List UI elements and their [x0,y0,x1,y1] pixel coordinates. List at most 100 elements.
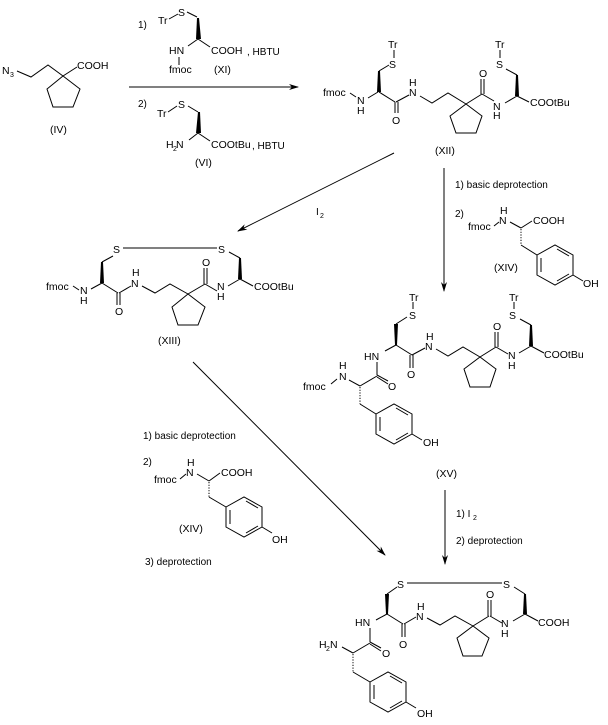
bond [167,105,178,113]
XIV-benzene-ring [536,244,574,286]
XV-n1: N [339,371,347,383]
XV-o3: O [388,381,396,393]
compound-IV: N 3 COOH (IV) [2,60,109,136]
XV-h2: H [426,331,434,343]
XII-o1: O [392,115,400,127]
bond [405,701,417,709]
final-o3: O [382,648,390,660]
XV-h3: H [508,360,516,372]
bond [376,376,389,385]
bond [187,105,199,113]
bond [341,646,354,654]
step2-reagent: I 2 [316,207,324,220]
XI-fmoc-label: fmoc [169,64,192,76]
azide-label: N [2,65,10,77]
wedge-bond [385,594,389,614]
bond [352,671,371,683]
bond [426,615,474,627]
step4-number-2: 2) [143,457,152,468]
bond [359,375,378,387]
bond [504,95,518,104]
bond [395,344,413,356]
acid-label: COOH [77,60,109,72]
bond [395,316,408,325]
XV-h1: H [339,360,347,372]
step1-reagent-1: , HBTU [247,47,280,58]
XII-n1: N [357,95,365,107]
bond [389,675,403,684]
XII-h2: H [409,77,417,89]
final-amine-h: H [319,639,327,651]
final-o1: O [399,639,407,651]
final-oh: OH [417,708,433,720]
XIII-o2: O [202,257,210,269]
bond [509,221,522,229]
bond [101,255,114,263]
XIV-oh: OH [583,278,599,290]
iodine-subscript: 2 [320,213,324,220]
XIII-n2: N [131,278,139,290]
bond [90,282,103,290]
XIII-o1: O [115,306,123,318]
step1-reagent-2: , HBTU [252,141,285,152]
bond [101,282,119,294]
XII-n2: N [409,87,417,99]
XV-hn: HN [364,351,379,363]
XIV-h: H [500,205,508,217]
wedge-bond [515,75,519,96]
step3-line-1: 1) basic deprotection [455,180,548,191]
VI-sulfur-label: S [178,99,185,111]
step1-number-1: 1) [138,20,147,31]
XI-trityl-label: Tr [158,15,168,27]
XV-n3: N [508,350,516,362]
bond [187,283,206,295]
XIV-n: N [499,215,507,227]
VI-trityl-label: Tr [157,108,167,120]
bond [419,92,467,105]
bond [384,344,397,352]
bond [556,273,570,282]
step3-reagents: 1) basic deprotection 2) fmoc N H COOH O… [455,180,599,290]
XV-n2: N [425,341,433,353]
XIV-benzene-ring-2 [225,496,263,538]
bond [411,433,423,441]
bond [369,641,382,649]
step4-reagents: 1) basic deprotection 2) fmoc N H COOH O… [143,431,288,568]
bond [378,64,390,72]
XIII-ester: COOtBu [254,281,294,293]
bond [72,285,80,291]
bond [168,13,179,20]
final-amine-n: N [330,639,338,651]
bond [411,347,426,356]
step5-line-2: 2) deprotection [456,536,523,547]
XV-o2: O [493,321,501,333]
XII-o2: O [479,68,487,80]
compound-final: S S HN O N H O N H COOH O H 2 N [319,579,570,720]
XII-h1: H [357,105,365,117]
bond [179,473,187,480]
XI-nh-label: HN [169,45,184,57]
wedge-bond [100,262,104,283]
wedge-bond [529,325,533,346]
compound-label-XV: (XV) [436,468,457,480]
bond [524,613,539,622]
bond [465,93,483,105]
XV-tr2: Tr [509,292,519,304]
bond [208,496,227,508]
final-cyclopentane [456,625,490,657]
bond [395,407,409,416]
XII-tr2: Tr [495,39,505,51]
XV-s2: S [509,310,516,322]
XIII-s2: S [218,244,225,256]
bond [516,95,530,103]
bond [386,613,404,625]
bond [188,132,199,141]
bond [520,244,538,256]
bond [245,525,259,534]
bond [330,378,338,385]
final-s1: S [397,579,404,591]
bond [505,68,518,76]
wedge-bond [238,258,242,279]
XIII-h1: H [80,295,88,307]
